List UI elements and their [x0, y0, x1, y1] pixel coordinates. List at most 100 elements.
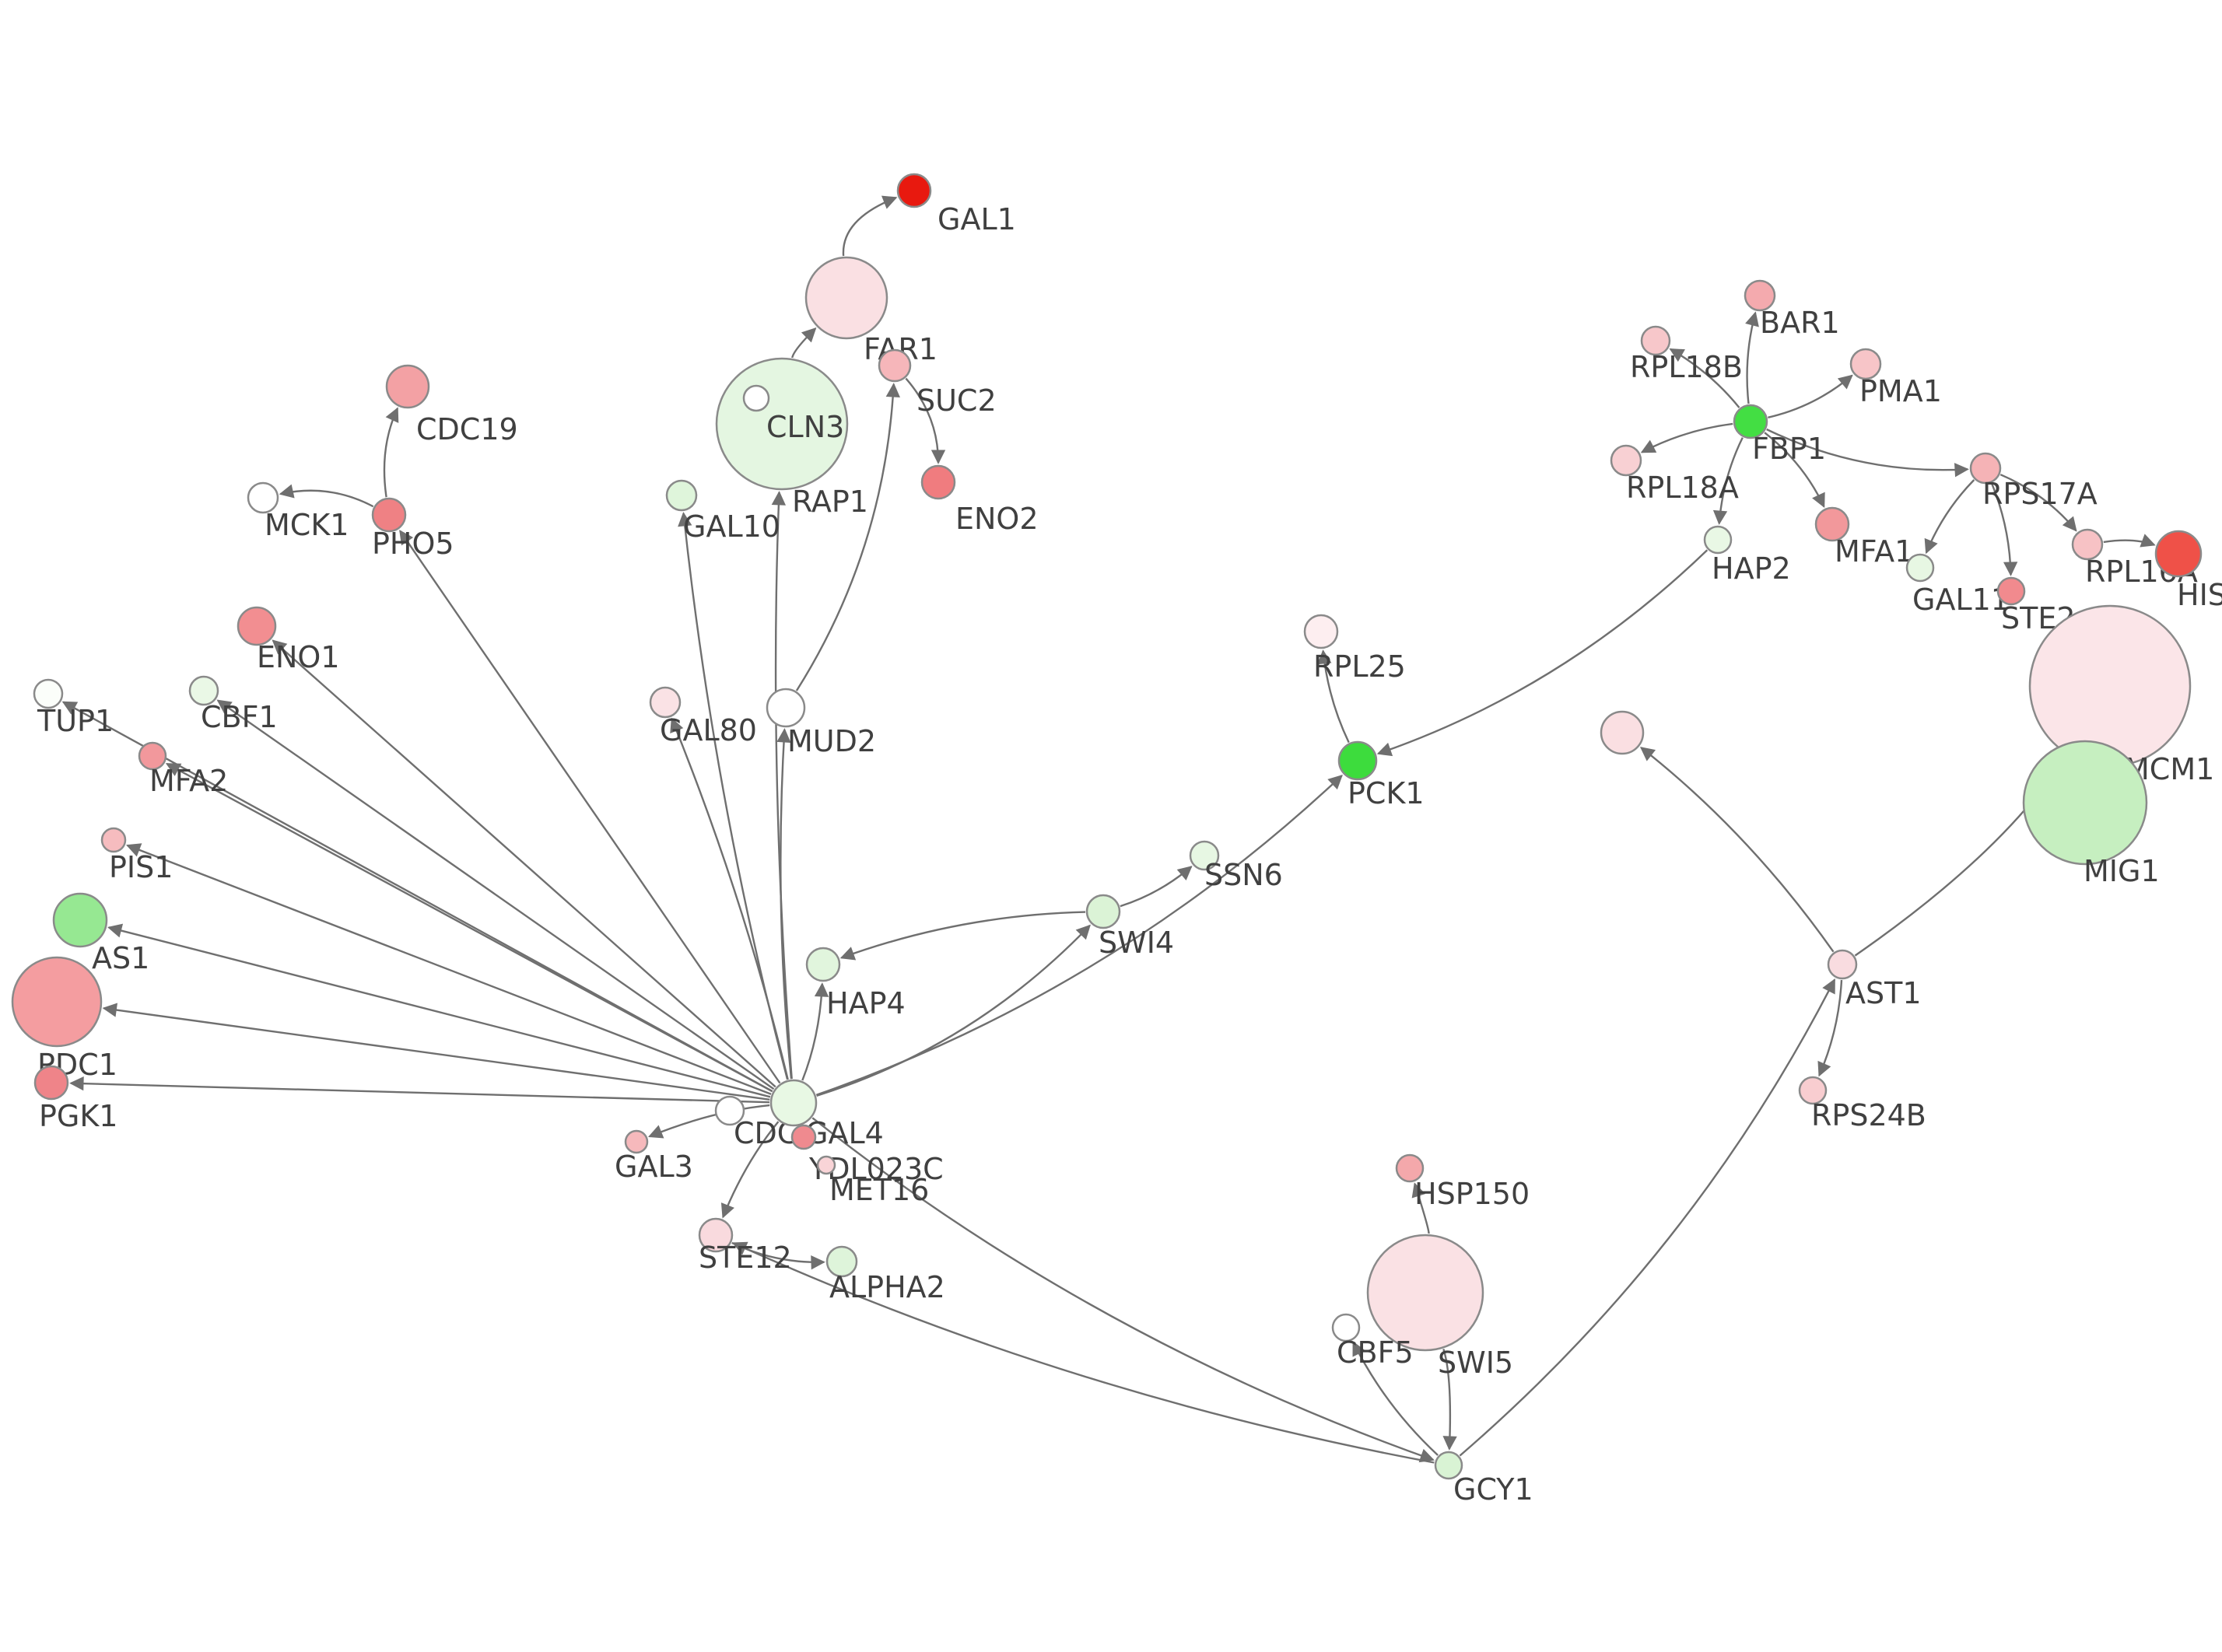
node-circle-alpha2[interactable]: [825, 1245, 858, 1278]
edge-gal4-pho5[interactable]: [399, 530, 781, 1084]
node-suc2[interactable]: SUC2: [878, 348, 997, 418]
edge-pck1-rpl25[interactable]: [1317, 649, 1350, 744]
node-circle-ste2[interactable]: [1996, 576, 2026, 606]
node-circle-hap4[interactable]: [805, 947, 841, 982]
edge-mud2-suc2[interactable]: [795, 383, 900, 691]
node-unnamed[interactable]: [1600, 710, 1645, 755]
node-gal1[interactable]: GAL1: [896, 173, 1016, 236]
node-circle-suc2[interactable]: [878, 348, 912, 383]
edge-gal4-gal80[interactable]: [670, 717, 789, 1080]
edge-gal4-cbf1[interactable]: [216, 699, 775, 1090]
edge-ast1-rps24b[interactable]: [1817, 979, 1843, 1077]
node-cln3[interactable]: CLN3: [715, 357, 849, 491]
edge-gal4-mud2[interactable]: [776, 728, 793, 1080]
edge-fbp1-hap2[interactable]: [1712, 437, 1744, 525]
node-rps17a[interactable]: RPS17A: [1969, 452, 2098, 511]
node-cbf1[interactable]: CBF1: [188, 675, 278, 734]
node-eno1[interactable]: ENO1: [237, 606, 340, 674]
edge-ast1-unnamed[interactable]: [1639, 747, 1835, 953]
node-circle-mfa1[interactable]: [1814, 506, 1850, 542]
node-hsp150[interactable]: HSP150: [1395, 1153, 1530, 1211]
edge-gal4-gal10[interactable]: [678, 512, 789, 1080]
node-circle-pis1[interactable]: [100, 827, 127, 853]
node-circle-bar1[interactable]: [1744, 279, 1776, 312]
node-hap2[interactable]: HAP2: [1703, 525, 1791, 586]
edge-pho5-cdc19[interactable]: [383, 407, 399, 498]
edge-gal4-cln3[interactable]: [771, 491, 793, 1080]
node-far1[interactable]: FAR1: [804, 256, 938, 366]
node-gal10[interactable]: GAL10: [665, 479, 780, 544]
node-circle-rps24b[interactable]: [1798, 1076, 1828, 1105]
node-circle-swi4[interactable]: [1085, 894, 1121, 929]
edge-gal4-ste12[interactable]: [720, 1121, 780, 1219]
node-pgk1[interactable]: PGK1: [33, 1065, 117, 1133]
node-gal3[interactable]: GAL3: [615, 1129, 693, 1184]
node-circle-pma1[interactable]: [1849, 348, 1882, 380]
node-pis1[interactable]: PIS1: [100, 827, 173, 884]
node-circle-rpl16a[interactable]: [2071, 528, 2104, 561]
edge-swi5-hsp150[interactable]: [1411, 1182, 1430, 1234]
node-gcy1[interactable]: GCY1: [1434, 1451, 1533, 1507]
node-circle-rpl18a[interactable]: [1610, 444, 1642, 477]
node-circle-his4[interactable]: [2154, 530, 2203, 578]
node-gal11[interactable]: GAL11: [1905, 553, 2010, 617]
node-circle-pho5[interactable]: [371, 497, 407, 533]
node-circle-pdc1[interactable]: [11, 956, 103, 1048]
edge-fbp1-rpl18b[interactable]: [1669, 348, 1740, 408]
node-circle-mud2[interactable]: [766, 688, 806, 728]
edge-rpl16a-his4[interactable]: [2103, 534, 2156, 548]
node-eno2[interactable]: ENO2: [920, 464, 1039, 536]
node-pho5[interactable]: PHO5: [371, 497, 454, 561]
edge-gal4-pdc1[interactable]: [102, 1003, 770, 1101]
node-circle-mcm1[interactable]: [2028, 604, 2192, 768]
node-circle-gal10[interactable]: [665, 479, 698, 512]
edge-gal4-eno1[interactable]: [272, 639, 776, 1088]
node-circle-ydl023c[interactable]: [790, 1124, 817, 1150]
node-circle-gal4[interactable]: [769, 1079, 818, 1127]
edge-gal4-gcy1[interactable]: [811, 1117, 1435, 1463]
node-gal80[interactable]: GAL80: [649, 686, 757, 747]
edge-gcy1-cbf5[interactable]: [1352, 1341, 1439, 1456]
node-circle-pgk1[interactable]: [33, 1065, 69, 1101]
edge-far1-gal1[interactable]: [842, 195, 898, 257]
node-circle-ast1[interactable]: [1827, 949, 1858, 980]
node-circle-rps17a[interactable]: [1969, 452, 2002, 485]
node-ste12[interactable]: STE12: [698, 1217, 792, 1275]
node-pdc1[interactable]: PDC1: [11, 956, 117, 1082]
node-alpha2[interactable]: ALPHA2: [825, 1245, 945, 1304]
node-circle-unnamed[interactable]: [1600, 710, 1645, 755]
node-circle-met16[interactable]: [816, 1155, 836, 1175]
edge-gal4-pgk1[interactable]: [69, 1076, 770, 1104]
edge-fbp1-rps17a[interactable]: [1766, 428, 1969, 478]
node-circle-mck1[interactable]: [247, 481, 279, 514]
node-circle-as1[interactable]: [52, 892, 108, 948]
node-circle-eno1[interactable]: [237, 606, 277, 646]
edge-gcy1-ast1[interactable]: [1459, 978, 1836, 1457]
edge-swi5-gcy1[interactable]: [1442, 1349, 1457, 1451]
node-circle-far1[interactable]: [804, 256, 888, 340]
node-circle-gal11[interactable]: [1905, 553, 1935, 583]
edge-swi4-ssn6[interactable]: [1120, 866, 1193, 908]
node-circle-fbp1[interactable]: [1733, 404, 1768, 439]
node-his4[interactable]: HIS4: [2154, 530, 2222, 612]
edge-fbp1-pma1[interactable]: [1768, 374, 1853, 418]
edge-suc2-eno2[interactable]: [905, 377, 946, 464]
node-swi5[interactable]: SWI5: [1366, 1234, 1513, 1380]
edge-gal4-swi4[interactable]: [816, 924, 1091, 1097]
node-circle-hsp150[interactable]: [1395, 1153, 1425, 1183]
node-cdc19[interactable]: CDC19: [385, 364, 518, 446]
edge-fbp1-bar1[interactable]: [1745, 311, 1759, 404]
node-circle-cdc19[interactable]: [385, 364, 430, 409]
edge-gcy1-ste12[interactable]: [732, 1241, 1435, 1464]
node-circle-ssn6[interactable]: [1189, 840, 1220, 871]
node-circle-rpl18b[interactable]: [1640, 325, 1671, 356]
node-bar1[interactable]: BAR1: [1744, 279, 1840, 340]
node-circle-gal1[interactable]: [896, 173, 932, 208]
node-circle-gcy1[interactable]: [1434, 1451, 1463, 1480]
node-rpl25[interactable]: RPL25: [1303, 614, 1406, 684]
node-circle-rap1[interactable]: [742, 384, 770, 412]
edge-rps17a-rpl16a[interactable]: [1999, 474, 2077, 532]
edge-gal4-pis1[interactable]: [125, 843, 772, 1095]
